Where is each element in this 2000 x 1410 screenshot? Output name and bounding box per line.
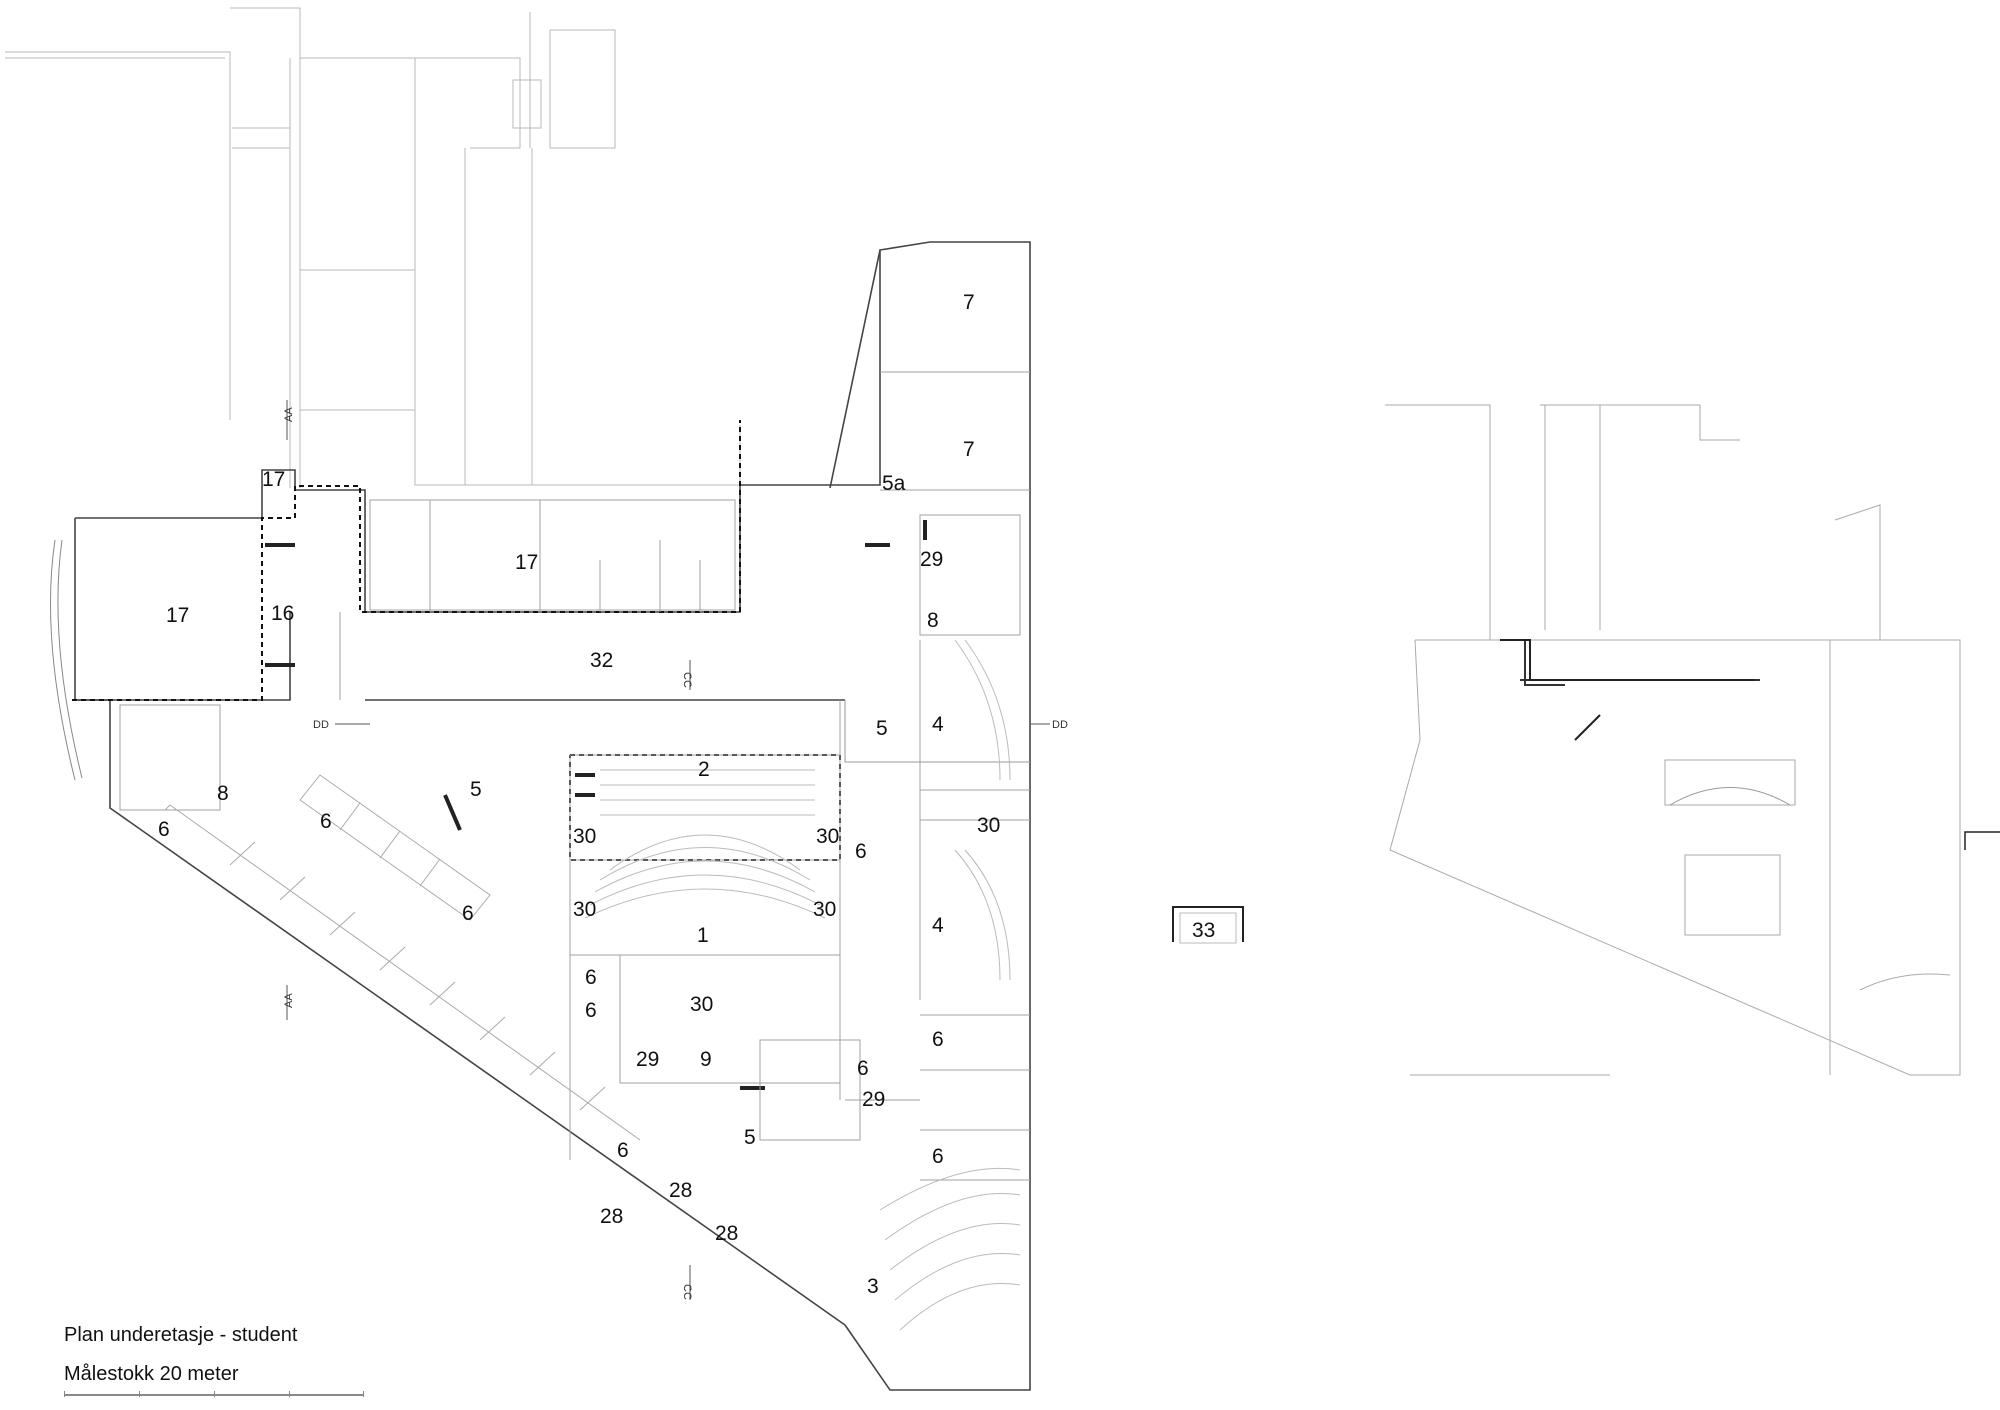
room-label: 30 (813, 898, 836, 921)
room-label: 32 (590, 649, 613, 672)
room-label: 30 (690, 993, 713, 1016)
scale-label: Målestokk 20 meter (64, 1363, 239, 1385)
room-label: 6 (462, 902, 474, 925)
room-label: 2 (698, 758, 710, 781)
main-building (74, 241, 1031, 1391)
perimeter-offices (164, 774, 641, 1141)
room-label: 6 (932, 1028, 944, 1051)
room-label: 28 (669, 1179, 692, 1202)
room-label: 9 (700, 1048, 712, 1071)
room-label: 6 (585, 966, 597, 989)
section-lines (286, 400, 1050, 1300)
lecture-hall-seating (584, 639, 1021, 1331)
plan-title: Plan underetasje - student (64, 1324, 298, 1346)
room-label: 28 (715, 1222, 738, 1245)
room-label: 33 (1192, 919, 1215, 942)
context-buildings (5, 7, 741, 488)
legend-box-33 (1172, 906, 1244, 944)
room-label: 7 (963, 291, 975, 314)
room-label: 30 (816, 825, 839, 848)
thumbnail-dark-walls (1500, 639, 1755, 741)
axis-label-cc-bottom: CC (681, 1284, 693, 1300)
room-label: 3 (867, 1275, 879, 1298)
room-label: 29 (636, 1048, 659, 1071)
room-label: 17 (515, 551, 538, 574)
room-label: 4 (932, 713, 944, 736)
room-label: 16 (271, 602, 294, 625)
room-label: 6 (320, 810, 332, 833)
room-label: 8 (927, 609, 939, 632)
room-label: 6 (617, 1139, 629, 1162)
scale-bar (64, 1391, 364, 1397)
room-label: 5 (470, 778, 482, 801)
axis-label-cc-top: CC (681, 672, 693, 688)
curved-facade (50, 539, 83, 781)
room-label: 30 (977, 814, 1000, 837)
axis-label-aa-bottom: AA (283, 993, 295, 1008)
room-label: 6 (857, 1057, 869, 1080)
room-label: 8 (217, 782, 229, 805)
room-label: 6 (585, 999, 597, 1022)
dark-elements (265, 520, 927, 1090)
axis-label-dd-left: DD (313, 719, 329, 731)
room-label: 5 (876, 717, 888, 740)
right-edge-mark (1964, 831, 2000, 850)
axis-label-dd-right: DD (1052, 719, 1068, 731)
room-label: 7 (963, 438, 975, 461)
thumbnail-plan (1385, 404, 1961, 1076)
dashed-boundary (72, 420, 841, 861)
room-label: 30 (573, 825, 596, 848)
room-label: 17 (262, 468, 285, 491)
room-label: 6 (932, 1145, 944, 1168)
room-label: 1 (697, 924, 709, 947)
room-label: 29 (920, 548, 943, 571)
room-label: 6 (158, 818, 170, 841)
interior-partitions (119, 371, 1030, 1181)
axis-label-aa-top: AA (283, 407, 295, 422)
room-label: 4 (932, 914, 944, 937)
room-label: 17 (166, 604, 189, 627)
room-label: 5a (882, 472, 906, 495)
room-label: 29 (862, 1088, 885, 1111)
room-label: 6 (855, 840, 867, 863)
room-label: 30 (573, 898, 596, 921)
room-label: 5 (744, 1126, 756, 1149)
room-label: 28 (600, 1205, 623, 1228)
